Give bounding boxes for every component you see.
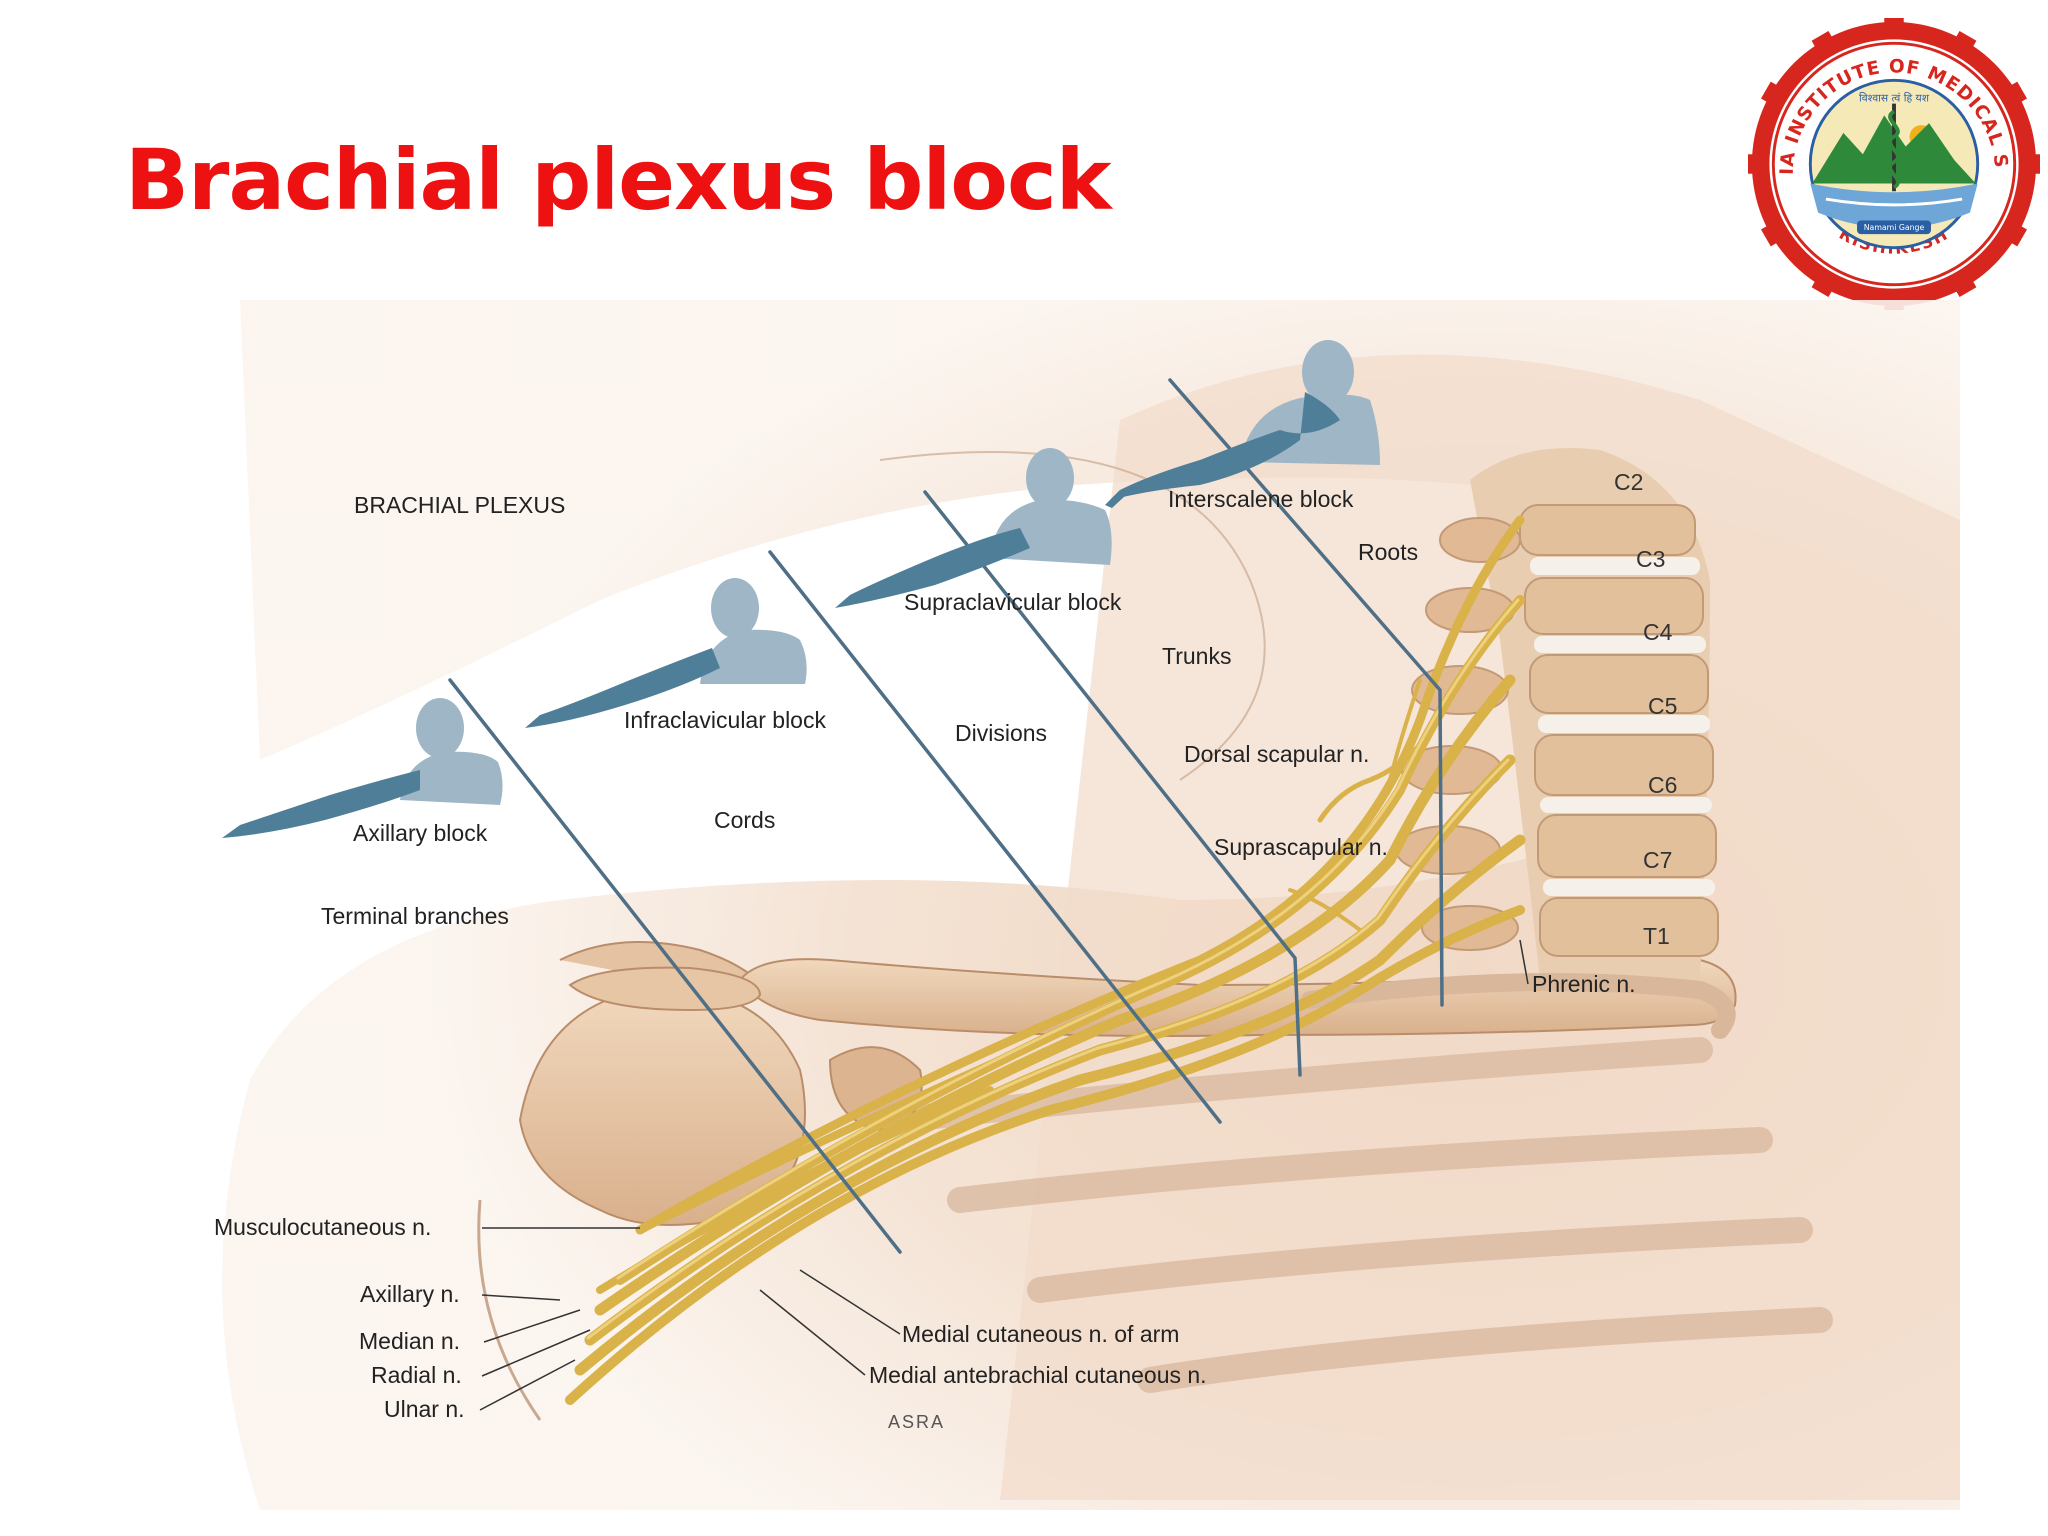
patient-figure-axillary (222, 698, 503, 838)
medial-cutaneous-arm-label: Medial cutaneous n. of arm (902, 1321, 1179, 1347)
patient-figure-interscalene (1105, 340, 1380, 508)
supraclavicular-block-label: Supraclavicular block (904, 589, 1122, 615)
credit-label: ASRA (888, 1412, 945, 1432)
vertebra-label-t1: T1 (1643, 923, 1670, 949)
divisions-label: Divisions (955, 720, 1047, 746)
musculocutaneous-label: Musculocutaneous n. (214, 1214, 431, 1240)
ulnar-nerve-label: Ulnar n. (384, 1396, 465, 1422)
axillary-nerve-label: Axillary n. (360, 1281, 460, 1307)
vertebra-label-c5: C5 (1648, 693, 1677, 719)
logo-emblem: Namami Gange विश्वास त्वं हि यश (1808, 78, 1980, 250)
cords-label: Cords (714, 807, 775, 833)
phrenic-label: Phrenic n. (1532, 971, 1636, 997)
slide-title: Brachial plexus block (125, 131, 1112, 229)
thorax-outline (879, 451, 1266, 781)
trunks-label: Trunks (1162, 643, 1231, 669)
aiims-logo: ALL INDIA INSTITUTE OF MEDICAL SCIENCES … (1748, 18, 2040, 310)
dorsal-scapular-label: Dorsal scapular n. (1184, 741, 1369, 767)
infraclavicular-needle (768, 550, 1222, 1124)
logo-river-text: Namami Gange (1864, 223, 1925, 232)
first-rib (1301, 973, 1736, 1039)
medial-antebrachial-label: Medial antebrachial cutaneous n. (869, 1362, 1207, 1388)
terminal-branches-label: Terminal branches (321, 903, 509, 929)
axillary-needle (448, 678, 902, 1254)
diagram-labels: BRACHIAL PLEXUS Interscalene block Supra… (214, 486, 1636, 1432)
interscalene-block-label: Interscalene block (1168, 486, 1354, 512)
leader-lines (479, 939, 1529, 1411)
brachial-plexus-heading: BRACHIAL PLEXUS (354, 492, 565, 518)
vertebra-label-c3: C3 (1636, 546, 1665, 572)
radial-nerve-label: Radial n. (371, 1362, 462, 1388)
vertebra-label-c4: C4 (1643, 619, 1673, 645)
supraclavicular-needle (923, 490, 1302, 1077)
axillary-block-label: Axillary block (353, 820, 488, 846)
median-nerve-label: Median n. (359, 1328, 460, 1354)
patient-figure-supraclavicular (835, 448, 1112, 608)
logo-motto: विश्वास त्वं हि यश (1859, 92, 1930, 105)
vertebra-label-c6: C6 (1648, 772, 1677, 798)
vertebra-label-c2: C2 (1614, 469, 1643, 495)
interscalene-needle (1168, 378, 1444, 1007)
vertebra-label-c7: C7 (1643, 847, 1672, 873)
block-needles (448, 378, 1444, 1254)
roots-label: Roots (1358, 539, 1418, 565)
patient-figure-infraclavicular (525, 578, 807, 728)
suprascapular-label: Suprascapular n. (1214, 834, 1388, 860)
infraclavicular-block-label: Infraclavicular block (624, 707, 826, 733)
nerve-highlights (586, 598, 1520, 1340)
